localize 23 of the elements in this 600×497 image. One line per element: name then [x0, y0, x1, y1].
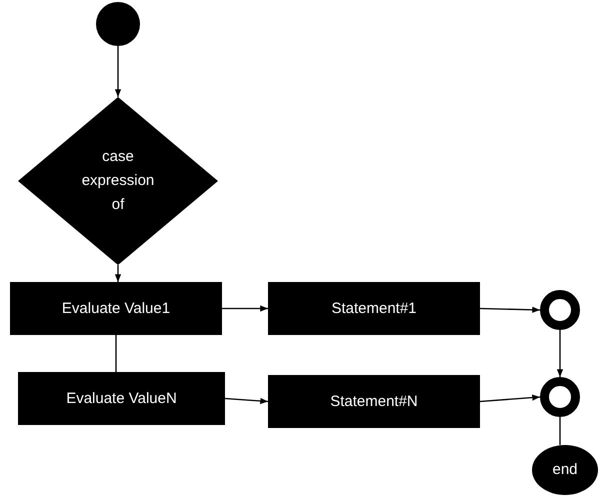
arrow — [224, 398, 268, 404]
start-circle — [96, 2, 140, 46]
decision-diamond — [18, 97, 218, 265]
arrow — [556, 330, 564, 377]
process-box — [268, 375, 480, 428]
arrow — [480, 306, 540, 313]
node-label: case expression of — [80, 147, 156, 215]
node-label: Statement#1 — [331, 300, 417, 318]
node-label: Evaluate Value1 — [62, 300, 170, 318]
arrow — [480, 394, 540, 402]
arrow — [222, 305, 268, 312]
arrow — [114, 265, 122, 282]
connector-line — [115, 335, 117, 372]
merge-circle — [540, 290, 580, 330]
process-box — [18, 372, 225, 425]
arrow — [114, 46, 122, 97]
node-label: Statement#N — [330, 392, 418, 410]
node-label: Evaluate ValueN — [66, 390, 177, 408]
connector-line — [559, 417, 561, 445]
process-box — [268, 282, 480, 335]
merge-circle — [540, 377, 580, 417]
process-box — [10, 282, 222, 335]
node-label: end — [552, 461, 578, 479]
